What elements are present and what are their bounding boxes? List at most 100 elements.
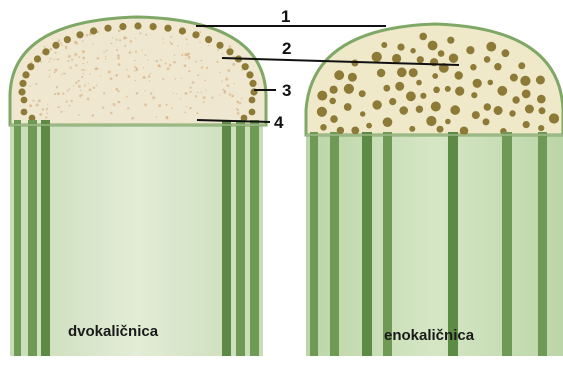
scattered-bundle bbox=[523, 121, 530, 128]
pith-speckle bbox=[116, 39, 118, 41]
pith-speckle bbox=[84, 84, 86, 86]
dicot-stem bbox=[10, 17, 266, 356]
scattered-bundle bbox=[317, 107, 327, 117]
pith-speckle bbox=[181, 54, 183, 56]
pith-speckle bbox=[188, 70, 190, 72]
monocot-strand bbox=[330, 132, 339, 356]
scattered-bundle bbox=[486, 42, 496, 52]
callout-2-number: 2 bbox=[282, 39, 291, 58]
pith-speckle bbox=[61, 74, 62, 75]
pith-speckle bbox=[118, 101, 121, 104]
scattered-bundle bbox=[381, 42, 387, 48]
pith-speckle bbox=[87, 62, 88, 63]
pith-speckle bbox=[119, 39, 121, 41]
scattered-bundle bbox=[330, 86, 338, 94]
pith-speckle bbox=[190, 87, 192, 89]
pith-speckle bbox=[187, 44, 188, 45]
pith-speckle bbox=[117, 54, 120, 57]
pith-speckle bbox=[69, 88, 71, 90]
pith-speckle bbox=[195, 95, 197, 97]
pith-speckle bbox=[118, 63, 121, 66]
pith-speckle bbox=[88, 83, 89, 84]
callout-4-number: 4 bbox=[274, 113, 284, 132]
scattered-bundle bbox=[433, 87, 440, 94]
pith-speckle bbox=[81, 76, 83, 78]
scattered-bundle bbox=[406, 91, 416, 101]
scattered-bundle bbox=[450, 105, 460, 115]
pith-speckle bbox=[163, 42, 164, 43]
pith-speckle bbox=[129, 51, 132, 54]
pith-speckle bbox=[87, 98, 90, 101]
scattered-bundle bbox=[460, 127, 469, 136]
scattered-bundle bbox=[522, 90, 531, 99]
pith-speckle bbox=[81, 69, 83, 71]
pith-speckle bbox=[206, 67, 208, 69]
pith-speckle bbox=[127, 75, 130, 78]
pith-speckle bbox=[80, 90, 81, 91]
pith-speckle bbox=[117, 57, 120, 60]
scattered-bundle bbox=[449, 54, 458, 63]
pith-speckle bbox=[110, 112, 113, 115]
pith-speckle bbox=[54, 59, 55, 60]
pith-speckle bbox=[186, 38, 188, 40]
pith-speckle bbox=[54, 71, 56, 73]
pith-speckle bbox=[216, 61, 218, 63]
monocot-strand bbox=[502, 132, 512, 356]
pith-speckle bbox=[185, 92, 188, 95]
pith-speckle bbox=[35, 83, 37, 85]
scattered-bundle bbox=[432, 73, 438, 79]
pith-speckle bbox=[128, 107, 129, 108]
monocot-strand bbox=[362, 132, 372, 356]
vascular-dot bbox=[216, 42, 223, 49]
pith-speckle bbox=[89, 88, 92, 91]
scattered-bundle bbox=[455, 71, 463, 79]
pith-speckle bbox=[78, 56, 80, 58]
pith-speckle bbox=[135, 80, 136, 81]
pith-speckle bbox=[158, 104, 161, 107]
vascular-dot bbox=[52, 42, 59, 49]
scattered-bundle bbox=[473, 79, 482, 88]
pith-speckle bbox=[57, 39, 60, 42]
pith-speckle bbox=[227, 84, 230, 87]
pith-speckle bbox=[29, 104, 32, 107]
pith-speckle bbox=[140, 32, 142, 34]
scattered-bundle bbox=[484, 103, 491, 110]
pith-speckle bbox=[181, 78, 182, 79]
pith-speckle bbox=[184, 64, 187, 67]
pith-speckle bbox=[150, 73, 152, 75]
pith-speckle bbox=[58, 106, 60, 108]
pith-speckle bbox=[84, 69, 86, 71]
monocot-stem-body bbox=[306, 130, 563, 356]
vascular-dot bbox=[164, 25, 171, 32]
pith-speckle bbox=[227, 69, 230, 72]
pith-speckle bbox=[110, 43, 112, 45]
vascular-dot bbox=[242, 63, 249, 70]
pith-speckle bbox=[135, 38, 136, 39]
pith-speckle bbox=[39, 113, 42, 116]
pith-speckle bbox=[80, 94, 82, 96]
pith-speckle bbox=[231, 95, 234, 98]
scattered-bundle bbox=[366, 123, 372, 129]
pith-speckle bbox=[69, 105, 71, 107]
pith-speckle bbox=[229, 93, 231, 95]
pith-speckle bbox=[82, 57, 85, 60]
pith-speckle bbox=[83, 51, 84, 52]
pith-speckle bbox=[55, 69, 58, 72]
scattered-bundle bbox=[334, 70, 344, 80]
pith-speckle bbox=[33, 100, 35, 102]
scattered-bundle bbox=[360, 111, 365, 116]
pith-speckle bbox=[110, 77, 113, 80]
pith-speckle bbox=[145, 54, 147, 56]
pith-speckle bbox=[219, 94, 220, 95]
pith-speckle bbox=[188, 56, 191, 59]
pith-speckle bbox=[75, 82, 77, 84]
pith-speckle bbox=[126, 69, 128, 71]
pith-speckle bbox=[152, 96, 155, 99]
pith-speckle bbox=[147, 59, 148, 60]
pith-speckle bbox=[170, 36, 172, 38]
pith-speckle bbox=[165, 63, 167, 65]
scattered-bundle bbox=[329, 98, 336, 105]
scattered-bundle bbox=[389, 98, 396, 105]
scattered-bundle bbox=[483, 118, 490, 125]
pith-speckle bbox=[78, 85, 81, 88]
